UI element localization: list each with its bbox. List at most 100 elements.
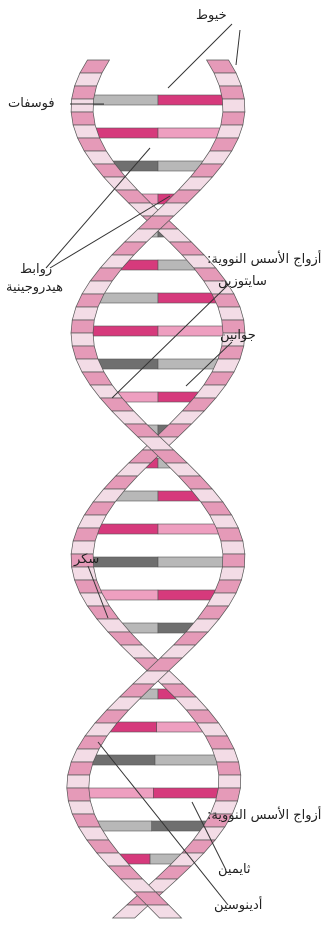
backbone-segment xyxy=(76,294,104,307)
backbone-segment xyxy=(165,463,200,476)
base-pair-rung xyxy=(89,359,227,369)
backbone-segment xyxy=(178,476,212,489)
backbone-segment xyxy=(217,762,241,775)
backbone-segment xyxy=(82,281,112,294)
backbone-segment xyxy=(68,762,93,775)
backbone-segment xyxy=(73,125,99,138)
backbone-segment xyxy=(108,866,142,879)
backbone-segment xyxy=(204,372,234,385)
backbone-segment xyxy=(219,86,244,99)
cytosine-label: سايتوزين xyxy=(218,274,267,289)
backbone-segment xyxy=(155,866,191,879)
base-pair-rung xyxy=(82,95,233,105)
base-pair-rung xyxy=(88,524,228,534)
base-pair-rung xyxy=(87,128,230,138)
guanine-label: جوانين xyxy=(220,328,256,343)
backbone-segment xyxy=(218,307,244,320)
backbone-segment xyxy=(222,99,244,112)
backbone-segment xyxy=(107,697,142,710)
backbone-segment xyxy=(197,606,228,619)
backbone-segment xyxy=(120,645,155,658)
backbone-segment xyxy=(72,307,98,320)
backbone-segment xyxy=(72,86,97,99)
base-pair-rung xyxy=(89,821,214,831)
strands-label: خيوط xyxy=(196,8,227,23)
backbone-segment xyxy=(67,775,90,788)
backbone-segment xyxy=(212,749,239,762)
backbone-segment xyxy=(219,567,244,580)
backbone-segment xyxy=(174,632,208,645)
backbone-segment xyxy=(95,710,129,723)
base-pairs-bottom-label: أزواج الأسس النووية: xyxy=(207,808,321,823)
backbone-segment xyxy=(71,320,94,333)
backbone-segment xyxy=(68,801,94,814)
backbone-segment xyxy=(186,710,218,723)
backbone-segment xyxy=(221,541,245,554)
backbone-segment xyxy=(205,736,234,749)
backbone-segment xyxy=(207,60,237,73)
backbone-segment xyxy=(214,73,241,86)
backbone-segment xyxy=(90,268,122,281)
backbone-segment xyxy=(216,528,242,541)
backbone-segment xyxy=(169,242,204,255)
backbone-segment xyxy=(216,788,241,801)
sugar-label: سكر xyxy=(74,552,99,567)
backbone-segment xyxy=(84,151,115,164)
backbone-segment xyxy=(75,73,102,86)
base-pair-rung xyxy=(82,326,234,336)
backbone-segment xyxy=(87,840,119,853)
backbone-segment xyxy=(112,411,147,424)
backbone-segment xyxy=(222,554,244,567)
backbone-segment xyxy=(147,905,182,918)
backbone-segment xyxy=(201,151,232,164)
base-pair-rung xyxy=(106,161,211,171)
backbone-segment xyxy=(216,125,242,138)
strands-leader-2 xyxy=(236,30,240,65)
backbone-segment xyxy=(104,177,138,190)
backbone-segment xyxy=(78,138,107,151)
backbone-segment xyxy=(85,723,117,736)
adenine-label: أدينوسين xyxy=(214,898,262,913)
base-pairs-top-label: أزواج الأسس النووية: xyxy=(207,252,321,267)
backbone-segment xyxy=(201,502,232,515)
backbone-segment xyxy=(82,372,112,385)
thymine-label: ثايمين xyxy=(218,862,251,877)
backbone-segment xyxy=(174,697,208,710)
backbone-segment xyxy=(71,333,94,346)
phosphate-label: فوسفات xyxy=(8,96,55,111)
backbone-segment xyxy=(218,346,244,359)
hydrogen-bonds-label-line1: روابط xyxy=(20,262,52,277)
backbone-segment xyxy=(104,476,138,489)
backbone-segment xyxy=(72,814,100,827)
backbone-segment xyxy=(108,632,142,645)
backbone-segment xyxy=(197,723,228,736)
backbone-segment xyxy=(80,60,110,73)
backbone-segment xyxy=(210,138,239,151)
base-pair-rung xyxy=(92,590,224,600)
base-pair-rung xyxy=(109,491,207,501)
backbone-segment xyxy=(170,411,205,424)
backbone-segment xyxy=(178,177,212,190)
backbone-segment xyxy=(71,112,95,125)
backbone-segment xyxy=(113,905,149,918)
backbone-segment xyxy=(182,840,215,853)
base-pair-rung xyxy=(103,722,211,732)
backbone-segment xyxy=(194,385,226,398)
backbone-segment xyxy=(112,242,147,255)
base-pair-rung xyxy=(91,293,225,303)
backbone-segment xyxy=(218,775,240,788)
base-pair-rung xyxy=(82,557,234,567)
hydrogen-bonds-label-line2: هيدروجينية xyxy=(6,280,63,295)
backbone-segment xyxy=(116,463,151,476)
base-pair-rung xyxy=(83,755,227,765)
backbone-segment xyxy=(90,385,122,398)
backbone-segment xyxy=(67,788,91,801)
backbone-segment xyxy=(221,112,245,125)
backbone-segment xyxy=(87,606,118,619)
backbone-segment xyxy=(72,346,98,359)
backbone-segment xyxy=(73,528,99,541)
backbone-segment xyxy=(160,645,195,658)
backbone-segment xyxy=(71,99,93,112)
backbone-segment xyxy=(84,502,115,515)
